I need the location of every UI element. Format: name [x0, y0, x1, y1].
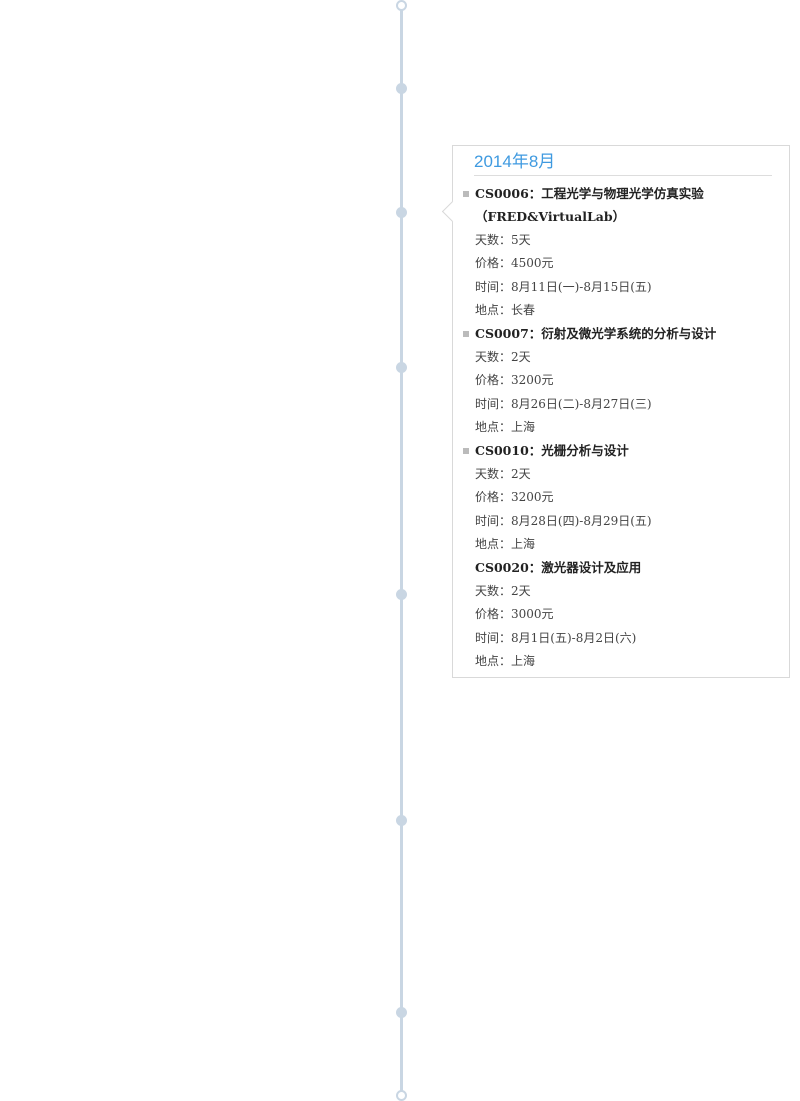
course-title[interactable]: CS0006：工程光学与物理光学仿真实验 （FRED&VirtualLab） — [475, 186, 704, 225]
timeline-line — [400, 6, 403, 1094]
course-price: 价格：3200元 — [475, 373, 554, 388]
timeline-node[interactable] — [396, 589, 407, 600]
course-item[interactable]: CS0007：衍射及微光学系统的分析与设计 天数：2天 价格：3200元 时间：… — [453, 322, 791, 439]
timeline-node[interactable] — [396, 362, 407, 373]
course-time: 时间：8月11日(一)-8月15日(五) — [475, 279, 652, 294]
course-title[interactable]: CS0007：衍射及微光学系统的分析与设计 — [475, 326, 717, 342]
course-days: 天数：2天 — [475, 466, 531, 481]
timeline-end-node — [396, 1090, 407, 1101]
course-location: 地点：上海 — [475, 419, 536, 434]
card-month-title: 2014年8月 — [474, 151, 772, 176]
course-item[interactable]: CS0006：工程光学与物理光学仿真实验 （FRED&VirtualLab） 天… — [453, 182, 791, 322]
course-price: 价格：4500元 — [475, 256, 554, 271]
course-location: 地点：长春 — [475, 302, 536, 317]
course-time: 时间：8月28日(四)-8月29日(五) — [475, 513, 652, 528]
timeline-start-node — [396, 0, 407, 11]
timeline-node[interactable] — [396, 1007, 407, 1018]
bullet-square-icon — [463, 191, 469, 197]
course-price: 价格：3200元 — [475, 490, 554, 505]
course-time: 时间：8月1日(五)-8月2日(六) — [475, 630, 637, 645]
course-title[interactable]: CS0010：光栅分析与设计 — [475, 443, 629, 459]
course-days: 天数：2天 — [475, 583, 531, 598]
bullet-square-icon — [463, 448, 469, 455]
month-event-card: 2014年8月 CS0006：工程光学与物理光学仿真实验 （FRED&Virtu… — [441, 145, 791, 678]
course-list: CS0006：工程光学与物理光学仿真实验 （FRED&VirtualLab） 天… — [453, 182, 791, 673]
course-time: 时间：8月26日(二)-8月27日(三) — [475, 396, 652, 411]
course-item[interactable]: CS0020：激光器设计及应用 天数：2天 价格：3000元 时间：8月1日(五… — [453, 556, 791, 673]
bullet-square-icon — [463, 331, 469, 338]
course-days: 天数：2天 — [475, 349, 531, 364]
timeline-node[interactable] — [396, 83, 407, 94]
course-location: 地点：上海 — [475, 536, 536, 551]
course-item[interactable]: CS0010：光栅分析与设计 天数：2天 价格：3200元 时间：8月28日(四… — [453, 439, 791, 556]
course-price: 价格：3000元 — [475, 607, 554, 622]
course-location: 地点：上海 — [475, 653, 536, 668]
course-title[interactable]: CS0020：激光器设计及应用 — [475, 560, 642, 576]
timeline-node[interactable] — [396, 815, 407, 826]
timeline-node-active[interactable] — [396, 207, 407, 218]
course-days: 天数：5天 — [475, 232, 531, 247]
